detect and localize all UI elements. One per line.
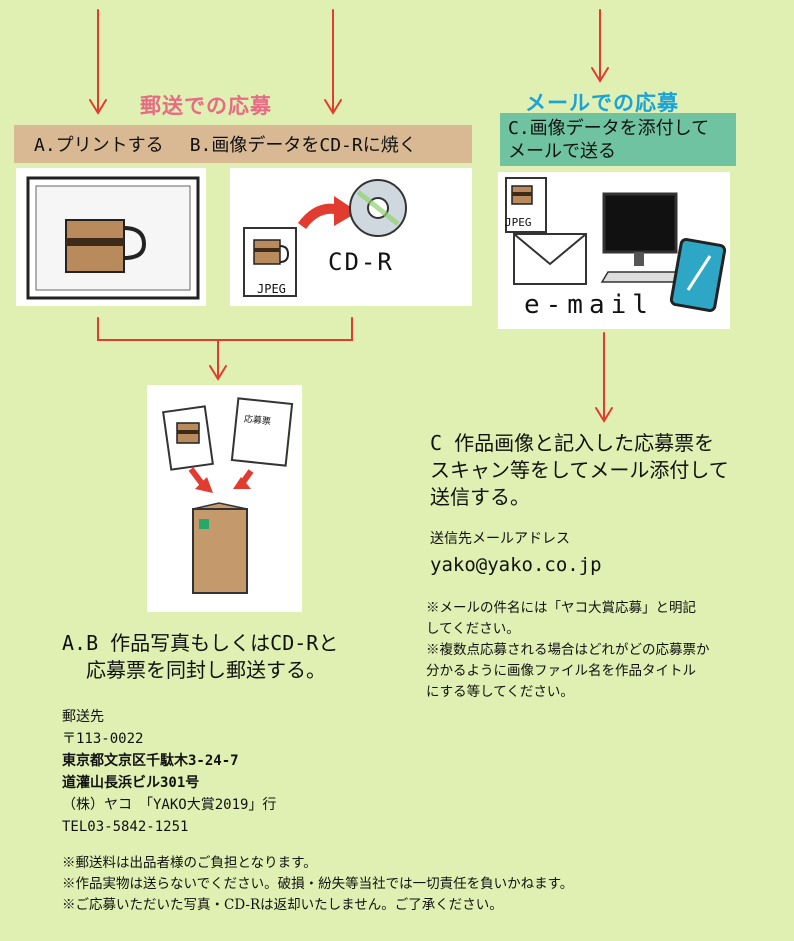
print-illustration [16,168,206,306]
option-c-bar: C.画像データを添付して メールで送る [500,113,736,166]
footer-note-1: ※郵送料は出品者様のご負担となります。 [62,855,317,871]
jpeg-to-cd-icon [243,179,407,297]
postal-instruction-line2: 応募票を同封し郵送する。 [86,658,326,682]
email-heading: メールでの応募 [525,91,679,115]
email-illustration: JPEG e-mail [498,172,730,329]
postal-zip: 〒113-0022 [62,731,144,747]
email-note-line1: ※メールの件名には「ヤコ大賞応募」と明記 [426,600,696,616]
email-note-line3: ※複数点応募される場合はどれがどの応募票か [426,642,710,658]
email-note-line2: してください。 [426,621,520,637]
postal-address-label: 郵送先 [62,709,104,725]
postal-address-line2: 道灌山長浜ビル301号 [62,775,200,791]
cd-label: CD-R [328,248,394,276]
framed-print-icon [26,176,200,300]
postal-heading: 郵送での応募 [140,94,272,118]
postal-options-bar: A.プリントする B.画像データをCD-Rに焼く [14,125,472,163]
email-instruction-line1: C 作品画像と記入した応募票を [430,431,715,455]
email-note-line4: 分かるように画像ファイル名を作品タイトル [426,663,696,679]
postal-instruction-line1: A.B 作品写真もしくはCD-Rと [62,631,339,655]
footer-notes: ※郵送料は出品者様のご負担となります。 ※作品実物は送らないでください。破損・紛… [62,853,573,916]
option-c-line2: メールで送る [508,141,616,162]
email-jpeg-label: JPEG [505,216,532,229]
footer-note-3: ※ご応募いただいた写真・CD-Rは返却いたしません。ご了承ください。 [62,897,503,913]
email-address-label: 送信先メールアドレス [430,531,570,547]
postal-address-line1: 東京都文京区千駄木3-24-7 [62,753,239,769]
email-instruction-line2: スキャン等をしてメール添付して [430,458,729,482]
envelope-illustration: 応募票 [147,385,302,612]
form-label: 応募票 [243,414,272,428]
postal-instruction: A.B 作品写真もしくはCD-Rと 応募票を同封し郵送する。 [62,630,338,684]
email-notes: ※メールの件名には「ヤコ大賞応募」と明記 してください。 ※複数点応募される場合… [426,598,710,703]
postal-address-line3: （株）ヤコ 「YAKO大賞2019」行 [62,797,277,813]
cd-illustration: JPEG CD-R [230,168,472,306]
email-devices-icon [505,177,727,313]
envelope-package-icon [162,397,294,594]
email-address[interactable]: yako@yako.co.jp [430,554,602,576]
email-note-line5: にする等してください。 [426,684,574,700]
postal-tel: TEL03-5842-1251 [62,819,189,835]
email-instruction-line3: 送信する。 [430,485,530,509]
option-a-label: A.プリントする [34,135,164,156]
postal-address-block: 郵送先 〒113-0022 東京都文京区千駄木3-24-7 道灌山長浜ビル301… [62,706,276,838]
email-instruction: C 作品画像と記入した応募票を スキャン等をしてメール添付して 送信する。 [430,430,729,511]
email-label: e-mail [524,290,654,320]
option-c-line1: C.画像データを添付して [508,118,710,139]
jpeg-label: JPEG [257,282,286,296]
option-b-label: B.画像データをCD-Rに焼く [189,135,417,156]
footer-note-2: ※作品実物は送らないでください。破損・紛失等当社では一切責任を負いかねます。 [62,876,574,892]
